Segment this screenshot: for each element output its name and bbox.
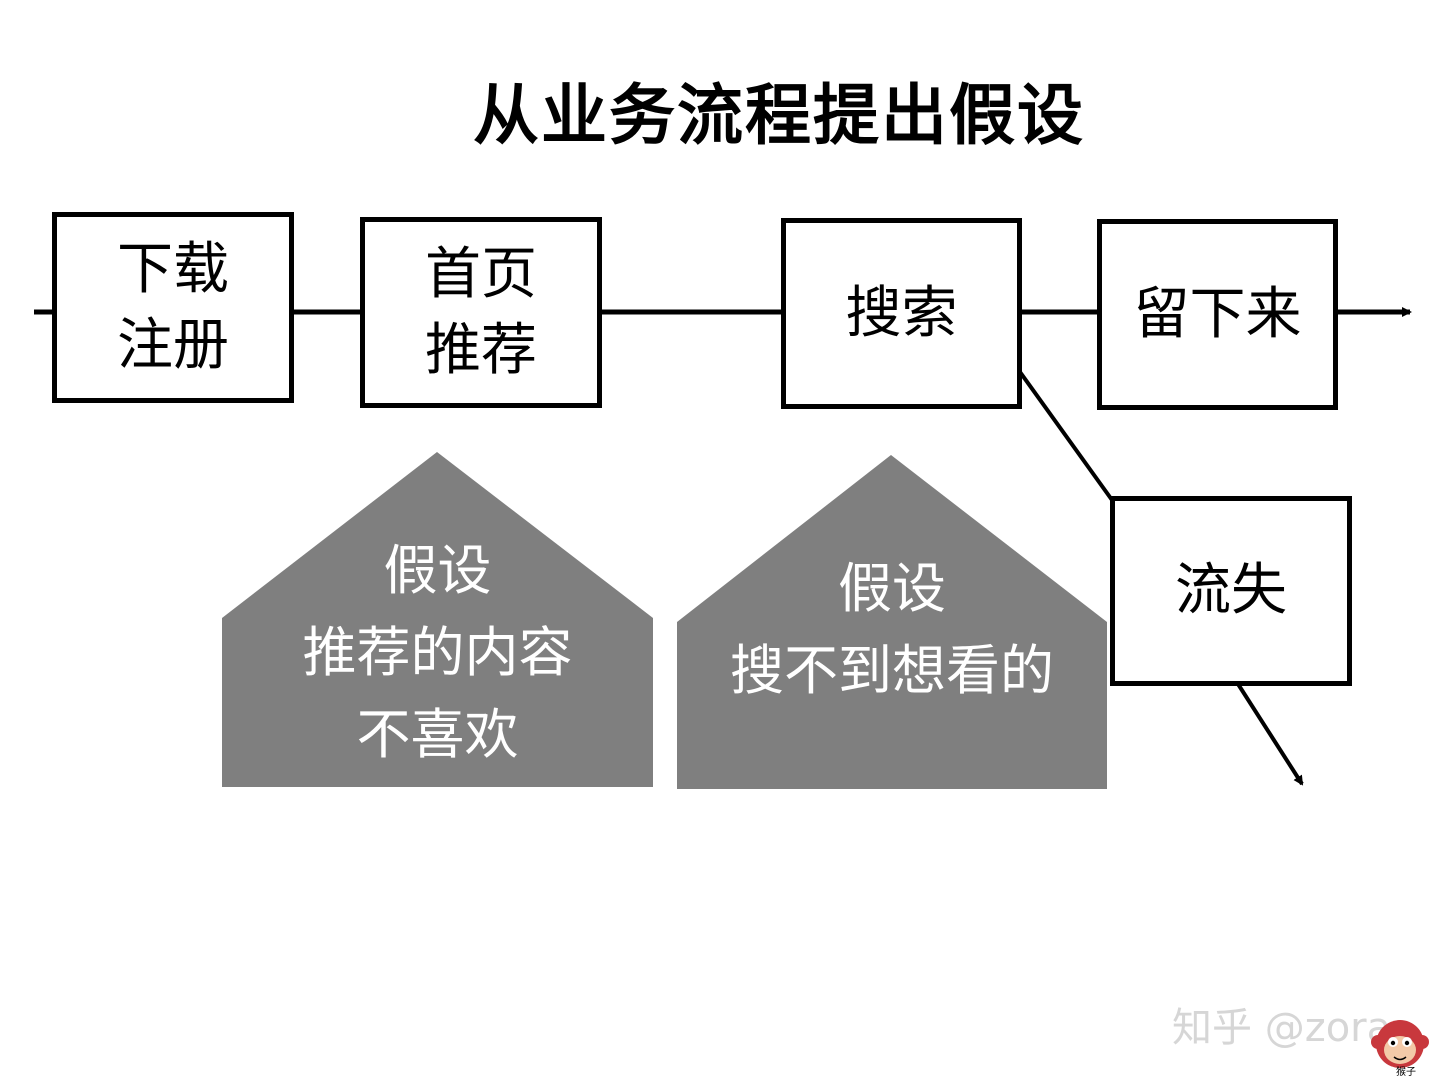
- step-search: 搜索: [781, 218, 1022, 409]
- hypothesis-shape-1: [222, 452, 653, 787]
- hypothesis-text-2: 假设 搜不到想看的: [730, 557, 1054, 702]
- step-label: 首页 推荐: [425, 241, 537, 383]
- step-download-register: 下载 注册: [52, 212, 294, 403]
- step-stay: 留下来: [1097, 219, 1338, 410]
- step-churn: 流失: [1110, 496, 1352, 686]
- step-label: 流失: [1175, 558, 1287, 623]
- step-label: 下载 注册: [117, 236, 229, 378]
- watermark-text: 知乎 @zora: [1172, 1005, 1392, 1051]
- step-label: 留下来: [1133, 281, 1302, 347]
- step-home-recommend: 首页 推荐: [360, 217, 602, 408]
- hypothesis-shape-2: [677, 455, 1107, 789]
- monkey-icon: [1371, 1020, 1429, 1068]
- arrow-churn-out: [1236, 682, 1304, 786]
- mascot-label: 猴子: [1396, 1067, 1416, 1078]
- connector-search-churn: [1018, 370, 1114, 502]
- step-label: 搜索: [845, 280, 958, 346]
- diagram-title: 从业务流程提出假设: [473, 77, 1085, 154]
- hypothesis-text-1: 假设 推荐的内容 不喜欢: [302, 539, 573, 766]
